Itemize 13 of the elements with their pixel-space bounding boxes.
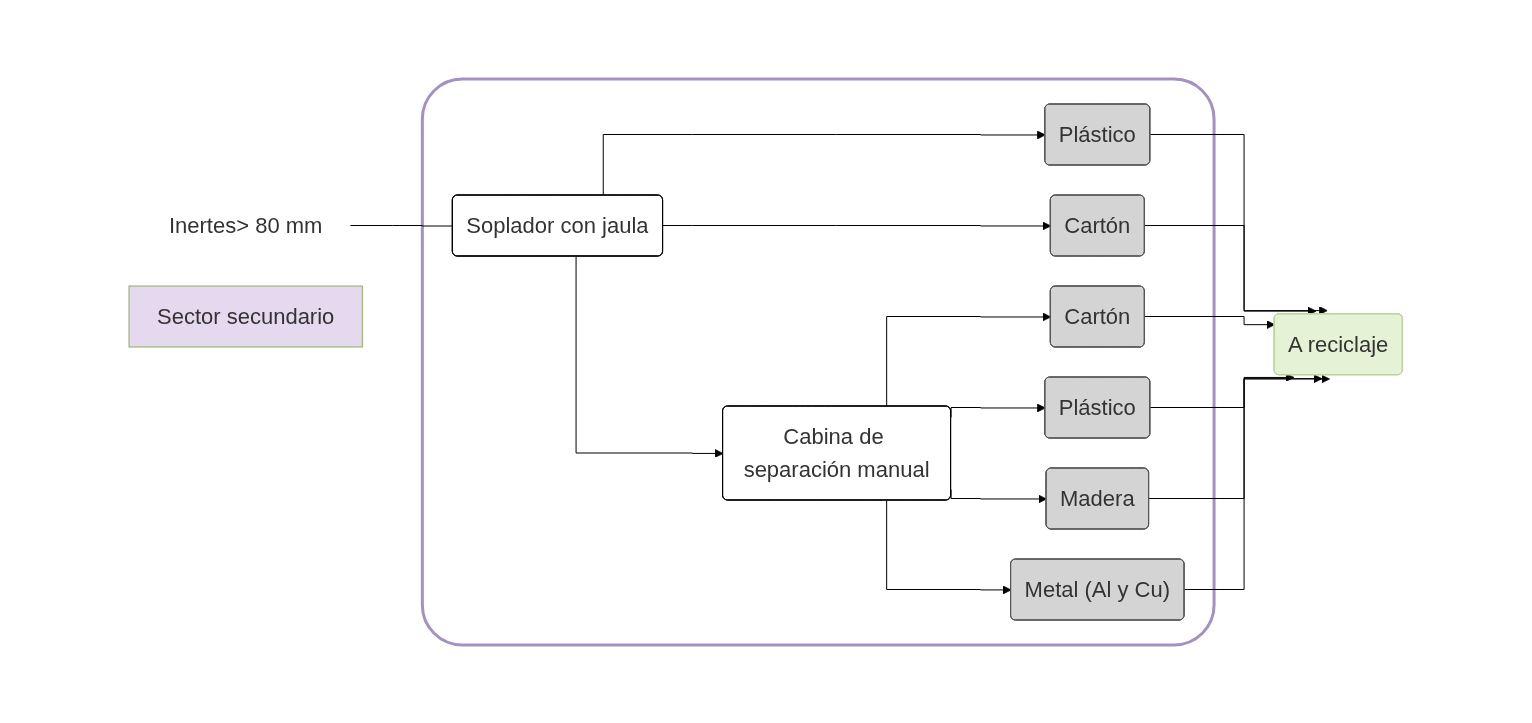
node-text: Inertes> 80 mm — [169, 212, 323, 238]
arrow — [886, 312, 1052, 407]
arrow — [1184, 374, 1331, 590]
arrow — [886, 499, 1012, 594]
cluster — [421, 77, 1216, 646]
node-box: Sector secundario — [128, 285, 364, 347]
arrow — [1144, 315, 1276, 329]
arrow — [1144, 224, 1317, 315]
connector — [350, 224, 454, 226]
arrow — [1150, 133, 1329, 315]
arrow — [662, 221, 1052, 230]
arrow — [575, 255, 724, 458]
arrow — [603, 130, 1047, 196]
